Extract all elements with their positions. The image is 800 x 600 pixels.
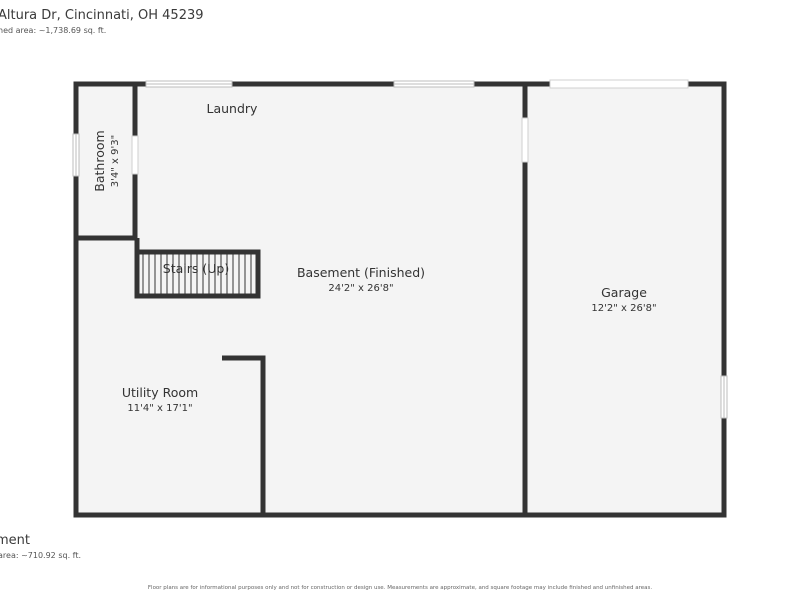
room-label-garage: Garage	[601, 285, 647, 300]
stairs-wall	[134, 238, 261, 299]
level-name: ment	[0, 533, 30, 548]
room-label-bathroom-group: Bathroom 3'4" x 9'3"	[92, 130, 121, 191]
stair-treads	[142, 254, 252, 294]
room-label-utility: Utility Room	[122, 385, 198, 400]
room-dims-bathroom: 3'4" x 9'3"	[110, 135, 121, 187]
garage-door-opening	[549, 79, 689, 89]
room-dims-basement: 24'2" x 26'8"	[328, 283, 393, 294]
utility-room-wall	[222, 355, 266, 515]
bathroom-door-opening	[131, 135, 139, 175]
room-dims-utility: 11'4" x 17'1"	[127, 403, 192, 414]
room-label-laundry: Laundry	[207, 101, 259, 116]
windows	[72, 79, 728, 419]
plan-address: Altura Dr, Cincinnati, OH 45239	[0, 8, 204, 23]
disclaimer-text: Floor plans are for informational purpos…	[147, 585, 653, 591]
room-label-bathroom: Bathroom	[92, 130, 107, 191]
room-label-basement: Basement (Finished)	[297, 265, 425, 280]
room-label-stairs: Stairs (Up)	[163, 261, 229, 276]
floor-area	[76, 84, 724, 515]
room-dims-garage: 12'2" x 26'8"	[591, 303, 656, 314]
level-area: area: ~710.92 sq. ft.	[0, 551, 82, 560]
garage-door-interior	[521, 117, 529, 163]
plan-total-area: hed area: ~1,738.69 sq. ft.	[0, 26, 107, 35]
